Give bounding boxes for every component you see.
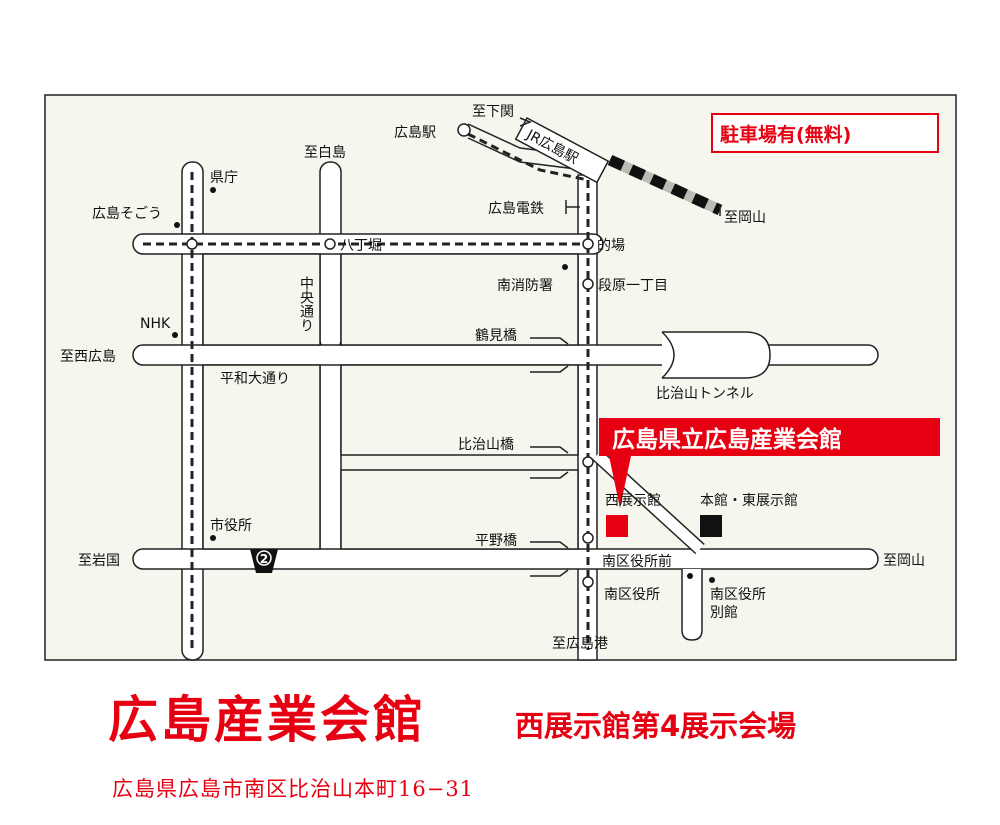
label-chuo-dori: 中央通り — [298, 276, 314, 332]
label-minami-ward-mae: 南区役所前 — [602, 553, 672, 570]
stop-kamiyacho — [186, 238, 198, 250]
road-minami-ward — [681, 569, 703, 641]
stop-hirano — [582, 532, 594, 544]
venue-pointer — [609, 456, 631, 508]
stop-hiroshima-station — [457, 123, 471, 137]
label-hiroden: 広島電鉄 — [488, 201, 544, 217]
label-hijiyama-tunnel: 比治山トンネル — [656, 386, 754, 402]
venue-callout-text: 広島県立広島産業会館 — [612, 426, 842, 453]
label-to-iwakuni: 至岩国 — [78, 553, 120, 569]
stop-hijiyama — [582, 456, 594, 468]
west-hall-building — [606, 515, 628, 537]
minami-ward-mae-dot — [687, 573, 693, 579]
label-heiwa-odori: 平和大通り — [220, 371, 290, 387]
road-chuo-south — [319, 361, 342, 551]
label-to-hakushima: 至白島 — [304, 145, 346, 161]
label-main-east-hall: 本館・東展示館 — [700, 492, 798, 509]
label-west-hall: 西展示館 — [605, 492, 661, 509]
label-minami-fire: 南消防署 — [497, 278, 553, 294]
label-hirano-bashi: 平野橋 — [475, 533, 517, 549]
stop-matoba — [582, 238, 594, 250]
road-chuo-dori — [319, 161, 342, 351]
route-number: 2 — [260, 552, 268, 566]
block-5 — [340, 469, 579, 550]
label-to-okayama-rail: 至岡山 — [724, 210, 766, 226]
hijiyama-tunnel — [662, 331, 771, 379]
label-hiroshima-station: 広島駅 — [394, 125, 436, 141]
stop-hatchobori — [324, 238, 336, 250]
label-to-okayama-east: 至岡山 — [883, 553, 925, 569]
landmark-dots — [172, 187, 715, 583]
bridges — [530, 337, 569, 577]
label-kencho: 県庁 — [210, 170, 238, 186]
label-minami-ward-annex-2: 別館 — [710, 604, 738, 621]
block-4 — [340, 364, 579, 456]
minami-ward-annex-dot — [709, 577, 715, 583]
label-danbara: 段原一丁目 — [598, 278, 668, 294]
label-to-hiroshima-port: 至広島港 — [552, 636, 608, 652]
venue-hall: 西展示館第4展示会場 — [515, 709, 797, 743]
label-minami-ward: 南区役所 — [604, 587, 660, 603]
kencho-dot — [210, 187, 216, 193]
tram-lines — [143, 132, 590, 650]
city-blocks — [202, 253, 579, 550]
venue-callout-box — [599, 418, 940, 456]
block-2 — [340, 253, 579, 346]
stop-minami-ward — [582, 576, 594, 588]
parking-box — [711, 113, 939, 153]
parking-label: 駐車場有(無料) — [720, 123, 851, 146]
road-south — [132, 548, 879, 570]
fire-station-dot — [562, 264, 568, 270]
label-to-nishihiroshima: 至西広島 — [60, 349, 116, 365]
label-nhk: NHK — [140, 316, 171, 332]
label-tsurumi-bashi: 鶴見橋 — [475, 327, 517, 344]
label-city-hall: 市役所 — [210, 517, 252, 534]
venue-name: 広島産業会館 — [108, 691, 426, 749]
block-3 — [202, 364, 321, 550]
stops — [186, 123, 594, 588]
label-sogo: 広島そごう — [92, 206, 162, 222]
main-hall-building — [700, 515, 722, 537]
label-matoba: 的場 — [597, 238, 625, 254]
venue-address: 広島県広島市南区比治山本町16−31 — [112, 777, 475, 801]
label-minami-ward-annex-1: 南区役所 — [710, 587, 766, 603]
block-1 — [202, 253, 321, 346]
label-hijiyama-bashi: 比治山橋 — [458, 437, 514, 453]
label-hatchobori: 八丁堀 — [340, 238, 382, 254]
label-to-shimonoseki: 至下関 — [472, 104, 514, 120]
stop-danbara — [582, 278, 594, 290]
nhk-dot — [172, 332, 178, 338]
city-hall-dot — [210, 535, 216, 541]
jr-railway — [607, 154, 723, 216]
sogo-dot — [174, 222, 180, 228]
